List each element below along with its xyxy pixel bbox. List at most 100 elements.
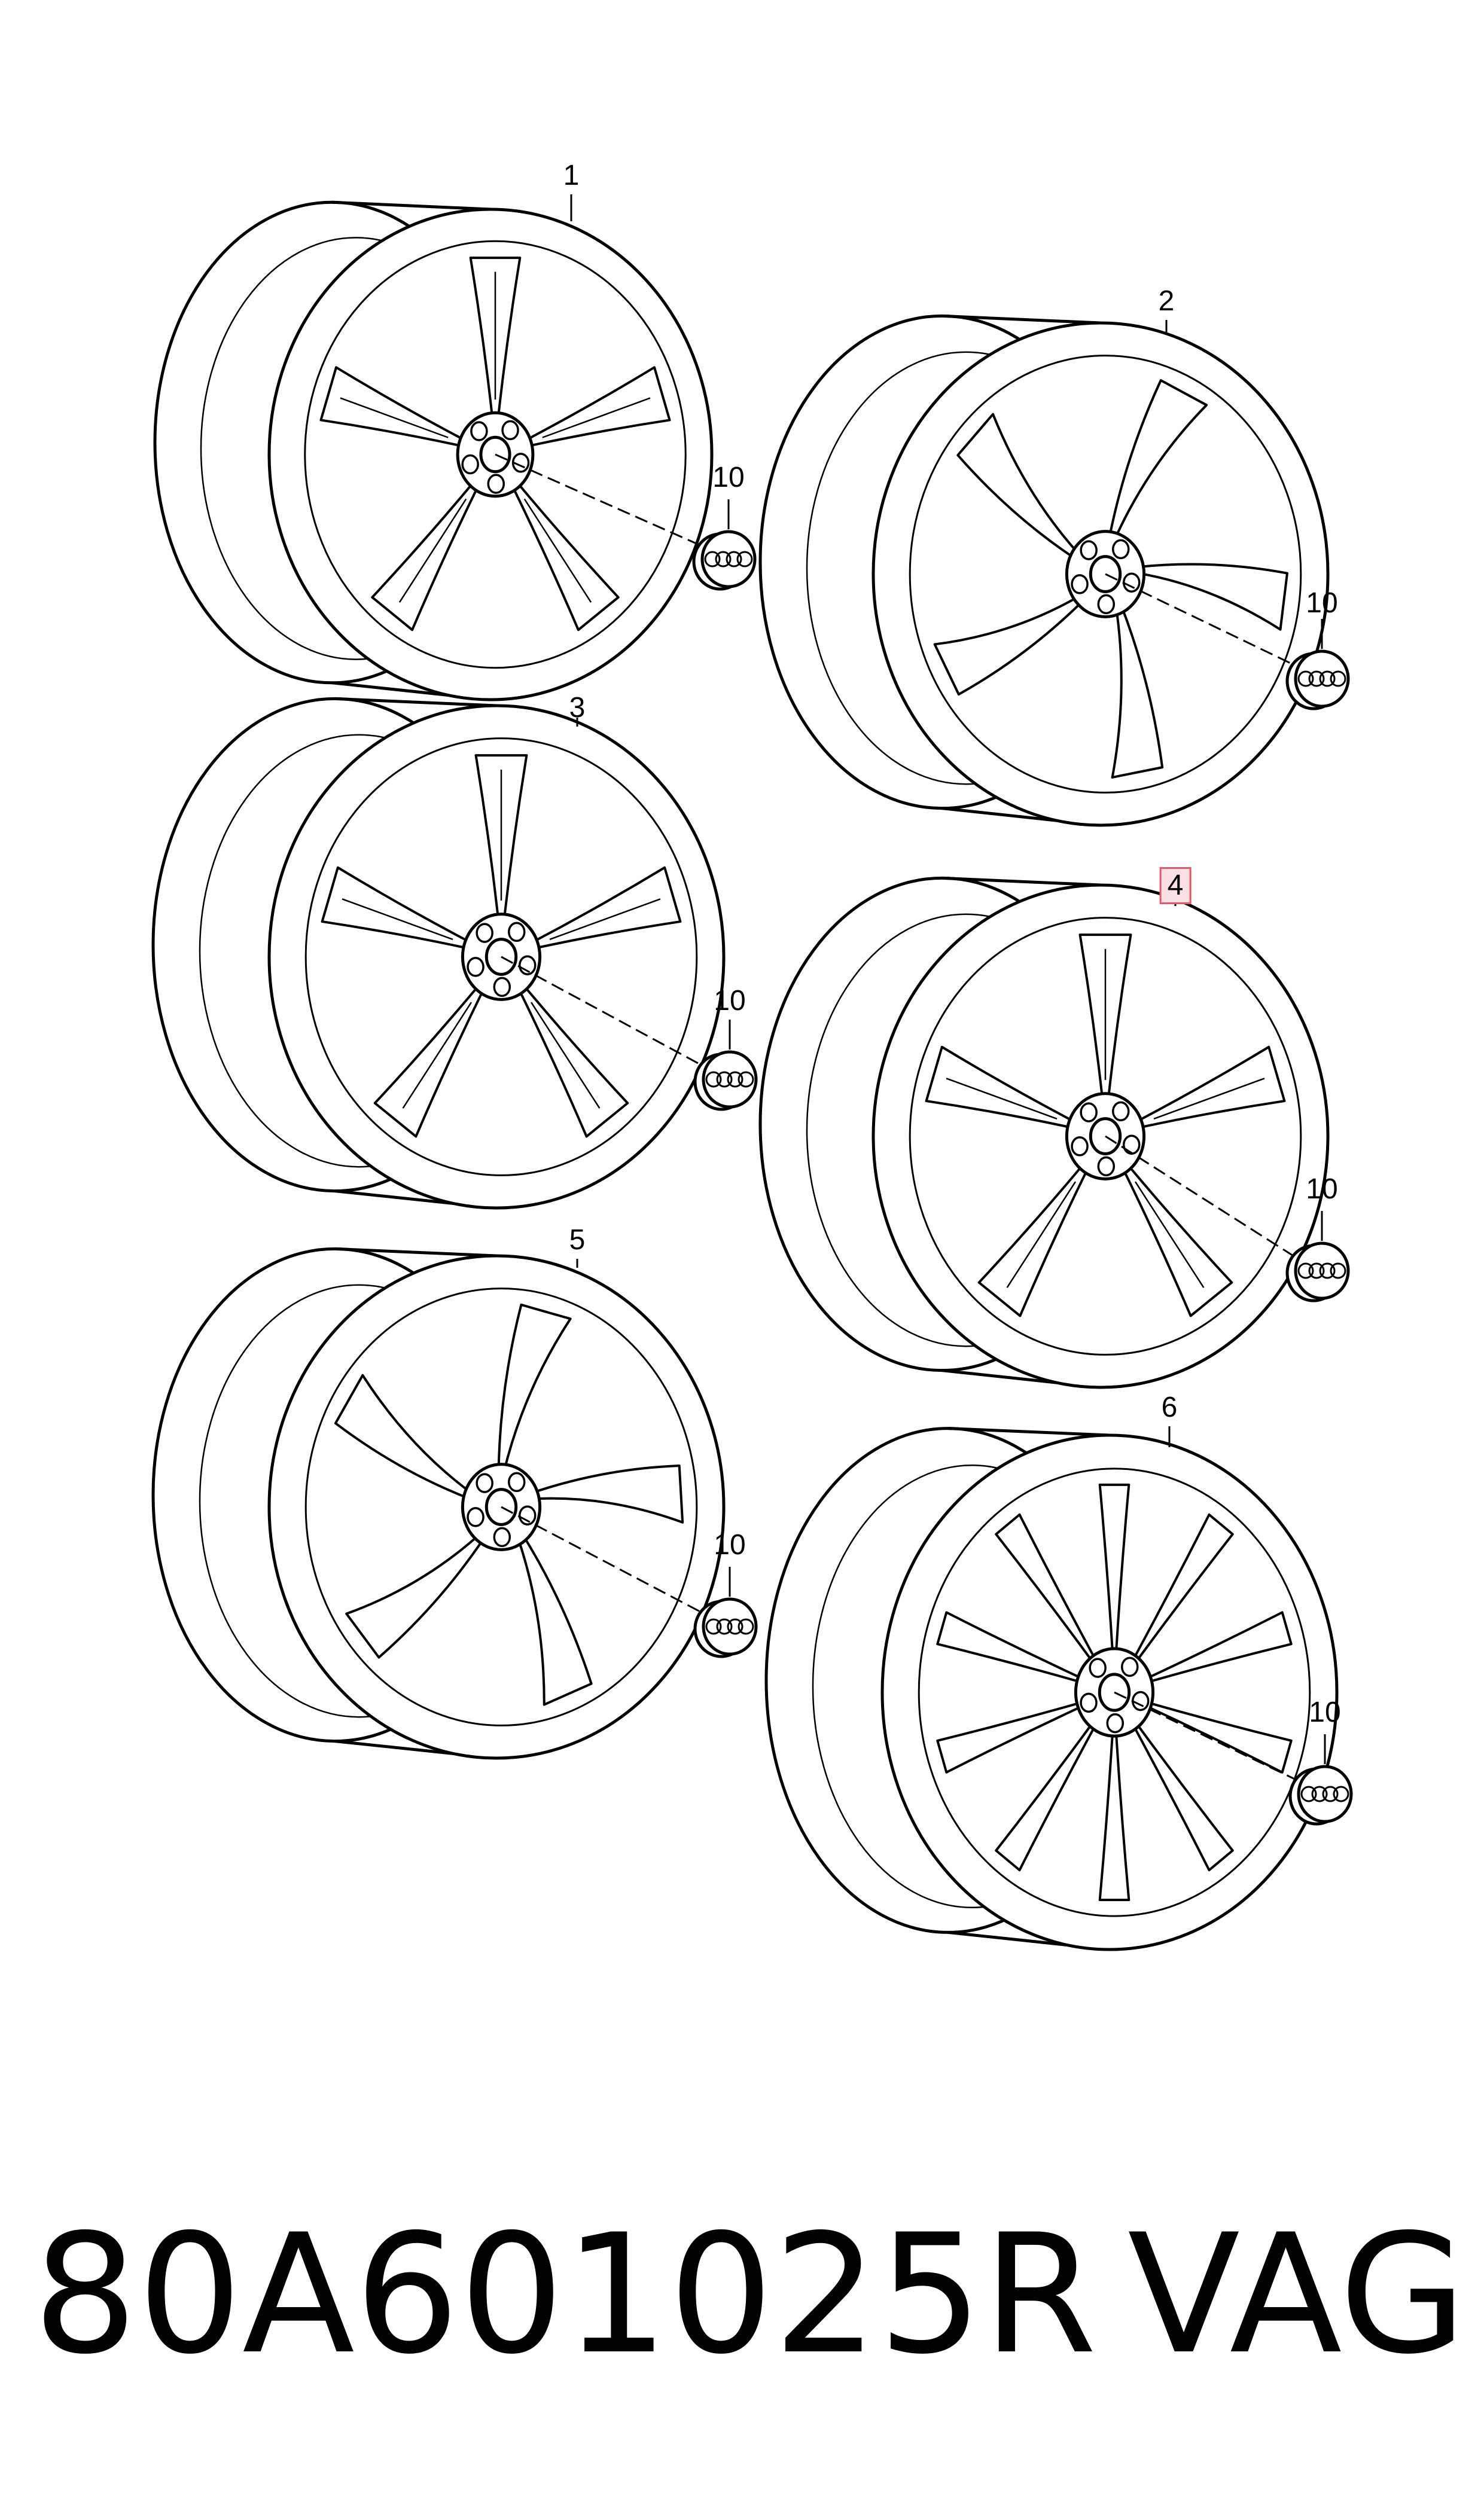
spoke — [1130, 1513, 1234, 1666]
part-number: 80A601025R — [33, 2199, 1097, 2390]
spoke-groove — [946, 1078, 1058, 1120]
spoke-groove — [530, 1002, 601, 1109]
cap-callout-10: 10 — [714, 1529, 746, 1561]
spoke — [995, 1513, 1098, 1666]
four-rings-logo-icon — [704, 551, 753, 568]
spoke — [516, 982, 629, 1138]
spoke-groove — [549, 898, 661, 941]
lug-hole — [1097, 1156, 1116, 1177]
lug-hole — [1111, 1101, 1130, 1122]
spoke — [933, 594, 1085, 696]
spoke-groove — [542, 397, 651, 438]
spoke — [1108, 379, 1208, 542]
callout-1: 1 — [563, 160, 580, 191]
center-bore — [1089, 555, 1122, 593]
hub-cap-icon — [1285, 649, 1350, 710]
cap-callout-10: 10 — [1306, 1173, 1338, 1205]
spoke — [1142, 1611, 1293, 1685]
spoke — [1135, 563, 1288, 631]
cap-leader — [1105, 573, 1299, 668]
four-rings-logo-icon — [705, 1618, 754, 1635]
center-bore — [484, 1488, 518, 1526]
spoke — [345, 1532, 486, 1659]
lug-hole — [1111, 539, 1130, 560]
lug-hole — [1080, 540, 1098, 560]
rim-lip — [909, 355, 1302, 794]
spoke — [373, 982, 486, 1138]
lug-hole — [493, 1527, 511, 1548]
rim-edge-top — [941, 314, 1101, 325]
spoke — [497, 1303, 572, 1473]
spoke — [510, 479, 620, 631]
spoke-groove — [1134, 1181, 1205, 1288]
spoke — [1111, 603, 1164, 779]
lug-hole — [467, 1507, 484, 1527]
spoke — [936, 1700, 1086, 1774]
callout-5: 5 — [569, 1224, 586, 1256]
lug-hole — [518, 1505, 537, 1526]
spoke — [925, 1045, 1077, 1130]
spoke-groove — [340, 397, 449, 438]
lug-hole — [1080, 1102, 1098, 1122]
cap-callout-10: 10 — [1306, 587, 1338, 619]
spoke — [995, 1719, 1098, 1872]
lug-hole — [467, 957, 484, 977]
four-rings-logo-icon — [705, 1071, 754, 1088]
spoke — [334, 1374, 473, 1500]
rim-edge-top — [331, 200, 491, 211]
rim-lip — [918, 1468, 1311, 1917]
lug-hole — [476, 1473, 493, 1493]
spoke — [522, 366, 671, 448]
rim-edge-top — [941, 876, 1101, 887]
spoke — [977, 1161, 1090, 1317]
hub-cap-icon — [1285, 1241, 1350, 1302]
spoke — [936, 1611, 1086, 1685]
footer: 80A601025R VAG — [33, 2213, 1468, 2410]
lug-hole — [501, 420, 519, 441]
cap-leader — [501, 956, 706, 1069]
cap-callout-10: 10 — [1309, 1697, 1341, 1728]
spoke-groove — [402, 1002, 473, 1109]
lug-hole — [1120, 1656, 1139, 1677]
four-rings-logo-icon — [1300, 1786, 1349, 1802]
four-rings-logo-icon — [1297, 670, 1346, 687]
spoke-groove — [1153, 1078, 1265, 1120]
callout-3: 3 — [569, 692, 586, 724]
wheel-2 — [758, 314, 1350, 827]
spoke — [1098, 1727, 1130, 1902]
hub-cap-icon — [692, 530, 757, 591]
spoke — [319, 366, 468, 448]
spoke-groove — [398, 498, 467, 603]
lug-hole — [507, 1472, 526, 1493]
lug-hole — [1071, 1136, 1089, 1157]
rim-lip — [304, 737, 698, 1176]
spoke — [956, 413, 1081, 561]
center-bore — [1089, 1117, 1122, 1155]
wheel-1 — [153, 194, 757, 701]
spoke — [1142, 1700, 1293, 1774]
lug-hole — [476, 923, 493, 943]
lug-hole — [493, 977, 511, 997]
lug-hole — [461, 454, 479, 475]
callout-6: 6 — [1161, 1392, 1178, 1423]
wheel-5 — [151, 1247, 758, 1760]
hub-cap-icon — [693, 1050, 758, 1111]
lug-hole — [1106, 1713, 1125, 1734]
center-bore — [1098, 1673, 1131, 1712]
rim-edge-top — [947, 1427, 1110, 1437]
lug-hole — [1089, 1658, 1107, 1678]
wheel-6 — [764, 1426, 1353, 1951]
spoke — [1130, 1719, 1234, 1872]
rim-lip — [304, 1288, 698, 1726]
wheel-3 — [151, 697, 758, 1210]
center-bore — [484, 938, 518, 976]
rim-lip — [909, 917, 1302, 1356]
cap-leader — [1114, 1691, 1302, 1783]
four-rings-logo-icon — [1297, 1262, 1346, 1279]
wheel-4 — [758, 876, 1350, 1389]
spoke — [529, 1465, 684, 1524]
spoke — [1133, 1045, 1286, 1130]
lug-hole — [1080, 1692, 1098, 1713]
